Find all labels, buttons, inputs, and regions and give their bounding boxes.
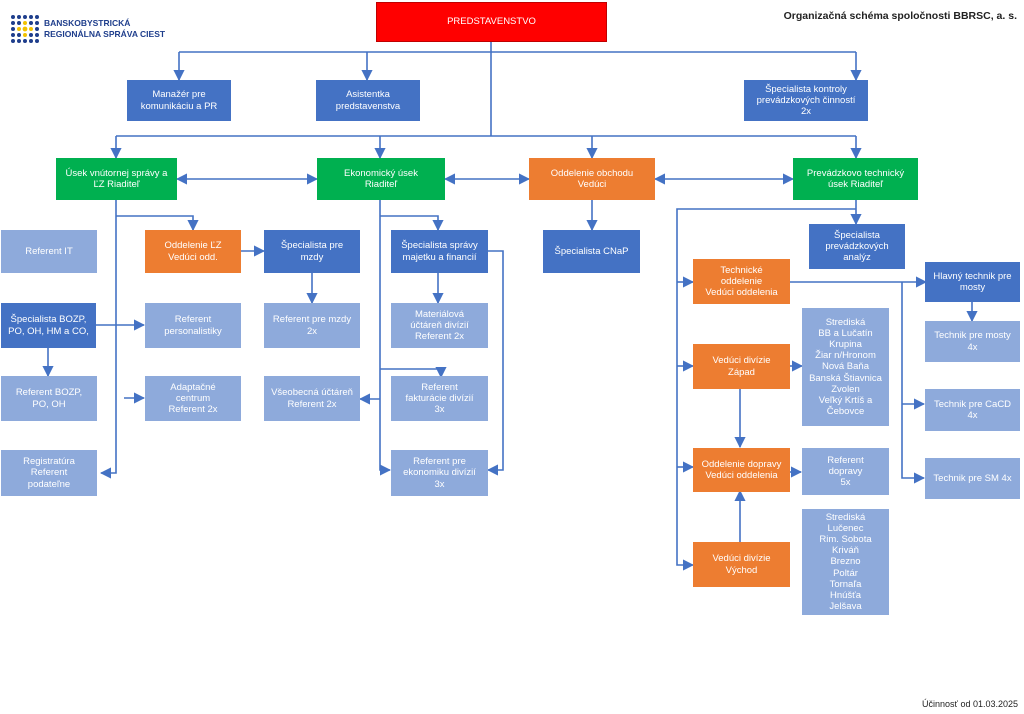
node-strediska-zapad: Strediská BB a Lučatín Krupina Žiar n/Hr… <box>802 308 889 426</box>
node-referent-personalistiky: Referent personalistiky <box>145 303 241 348</box>
node-usek-vnutornej-spravy: Úsek vnútornej správy a ĽZ Riaditeľ <box>56 158 177 200</box>
company-logo: BANSKOBYSTRICKÁ REGIONÁLNA SPRÁVA CIEST <box>10 14 210 48</box>
node-specialista-analyz: Špecialista prevádzkových analýz <box>809 224 905 269</box>
node-specialista-cnap: Špecialista CNaP <box>543 230 640 273</box>
node-referent-bozp: Referent BOZP, PO, OH <box>1 376 97 421</box>
node-hlavny-technik-mosty: Hlavný technik pre mosty <box>925 262 1020 302</box>
node-oddelenie-dopravy: Oddelenie dopravy Vedúci oddelenia <box>693 448 790 492</box>
node-registratura: Registratúra Referent podateľne <box>1 450 97 496</box>
logo-line-1: BANSKOBYSTRICKÁ <box>44 18 131 28</box>
node-prevadzkovo-technicky-usek: Prevádzkovo technický úsek Riaditeľ <box>793 158 918 200</box>
node-referent-dopravy: Referent dopravy 5x <box>802 448 889 495</box>
node-technicke-oddelenie: Technické oddelenie Vedúci oddelenia <box>693 259 790 304</box>
node-specialista-kontroly: Špecialista kontroly prevádzkových činno… <box>744 80 868 121</box>
node-ekonomicky-usek: Ekonomický úsek Riaditeľ <box>317 158 445 200</box>
node-referent-ekonomiky: Referent pre ekonomiku divízií 3x <box>391 450 488 496</box>
logo-text: BANSKOBYSTRICKÁ REGIONÁLNA SPRÁVA CIEST <box>44 18 165 39</box>
node-oddelenie-obchodu: Oddelenie obchodu Vedúci <box>529 158 655 200</box>
chart-title: Organizačná schéma spoločnosti BBRSC, a.… <box>783 10 1017 22</box>
node-predstavenstvo: PREDSTAVENSTVO <box>376 2 607 42</box>
node-adaptacne-centrum: Adaptačné centrum Referent 2x <box>145 376 241 421</box>
node-veduci-divizie-vychod: Vedúci divízie Východ <box>693 542 790 587</box>
node-specialista-bozp: Špecialista BOZP, PO, OH, HM a CO, <box>1 303 96 348</box>
node-manazer-pr: Manažér pre komunikáciu a PR <box>127 80 231 121</box>
node-specialista-majetku: Špecialista správy majetku a financií <box>391 230 488 273</box>
node-technik-cacd: Technik pre CaCD 4x <box>925 389 1020 431</box>
effective-date: Účinnosť od 01.03.2025 <box>922 699 1018 709</box>
node-asistentka: Asistentka predstavenstva <box>316 80 420 121</box>
node-specialista-mzdy: Špecialista pre mzdy <box>264 230 360 273</box>
node-referent-it: Referent IT <box>1 230 97 273</box>
node-veduci-divizie-zapad: Vedúci divízie Západ <box>693 344 790 389</box>
node-technik-sm: Technik pre SM 4x <box>925 458 1020 499</box>
node-vseobecna-uctaren: Všeobecná účtáreň Referent 2x <box>264 376 360 421</box>
logo-line-2: REGIONÁLNA SPRÁVA CIEST <box>44 28 166 39</box>
node-strediska-vychod: Strediská Lučenec Rim. Sobota Kriváň Bre… <box>802 509 889 615</box>
node-referent-fakturacie: Referent fakturácie divízií 3x <box>391 376 488 421</box>
node-technik-mosty: Technik pre mosty 4x <box>925 321 1020 362</box>
node-oddelenie-lz: Oddelenie ĽZ Vedúci odd. <box>145 230 241 273</box>
logo-dots-icon <box>11 15 39 43</box>
node-referent-mzdy: Referent pre mzdy 2x <box>264 303 360 348</box>
node-materialova-uctaren: Materiálová účtáreň divízií Referent 2x <box>391 303 488 348</box>
